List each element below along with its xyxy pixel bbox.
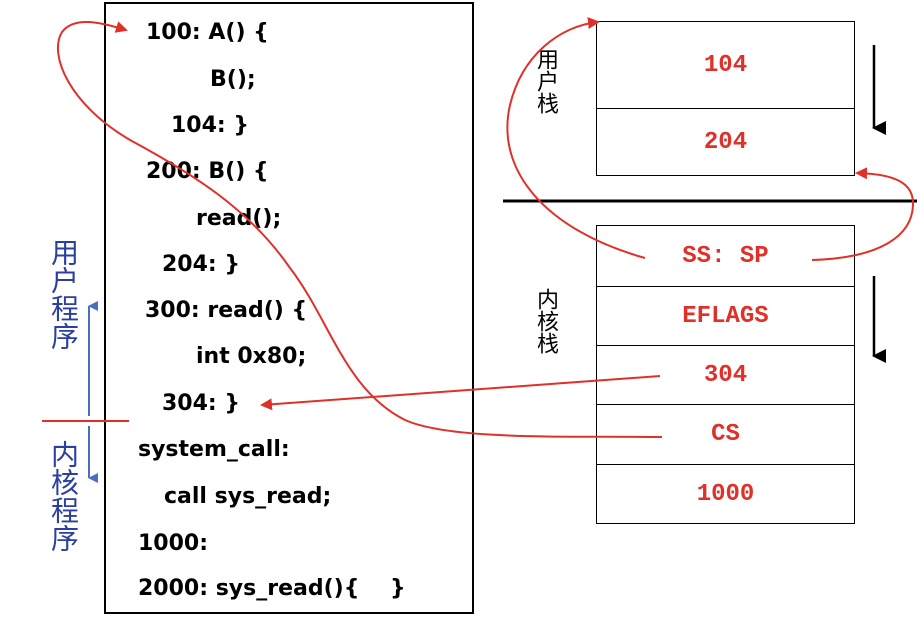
kernel-stack-cell: EFLAGS [596,286,855,346]
kernel-stack-cell: CS [596,404,855,465]
kernel-program-label: 内核程序 [47,440,80,552]
user-program-label: 用户程序 [47,238,80,350]
code-line: 204: } [162,252,241,277]
code-line: 2000: sys_read(){ } [138,576,406,601]
kernel-stack-cell: SS: SP [596,225,855,287]
code-line: int 0x80; [196,344,307,369]
user-stack-label: 用户栈 [533,48,558,114]
user-stack-cell: 104 [596,21,855,109]
code-line: system_call: [138,437,290,462]
user-stack-cell: 204 [596,108,855,176]
code-line: B(); [210,67,256,92]
code-line: 304: } [162,391,241,416]
kernel-stack-label: 内核栈 [533,288,558,354]
code-line: call sys_read; [164,484,332,509]
code-line: 104: } [171,113,250,138]
code-line: 1000: [138,531,209,556]
code-line: read(); [196,206,282,231]
kernel-stack-cell: 1000 [596,464,855,524]
code-line: 200: B() { [146,159,269,184]
kernel-stack-cell: 304 [596,345,855,405]
code-line: 300: read() { [145,298,308,323]
code-line: 100: A() { [146,20,269,45]
